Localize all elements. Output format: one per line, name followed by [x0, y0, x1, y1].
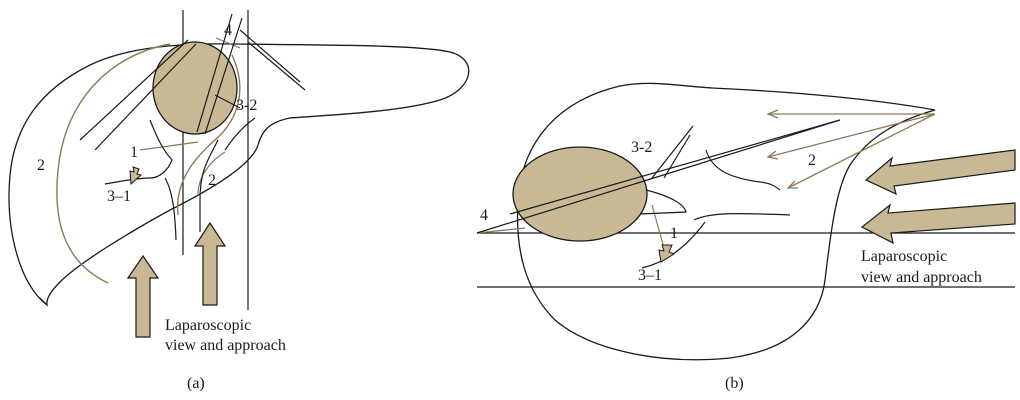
dissection-arrowhead-low-b — [786, 180, 798, 189]
oblique-line-2-a — [94, 43, 197, 151]
approach-arrow-left-a — [126, 254, 160, 338]
oblique-line-3-b — [651, 125, 694, 179]
label-2-left-a: 2 — [37, 157, 45, 174]
dissection-tick-1-b — [651, 204, 665, 249]
small-arrow-3-1-a — [129, 166, 143, 186]
label-2-b: 2 — [808, 152, 816, 169]
label-1-b: 1 — [670, 225, 678, 242]
vessel-branch-b — [641, 221, 706, 269]
dissection-line-mid-b — [767, 113, 936, 158]
approach-arrow-upper-b — [864, 149, 1016, 196]
dissection-arrowhead-mid-b — [766, 150, 779, 160]
vessel-left-lower-a — [164, 177, 177, 241]
oblique-line-5-a — [239, 29, 301, 83]
small-arrow-3-1-b — [658, 244, 676, 263]
dissection-line-top-a — [215, 37, 241, 49]
tumor-a — [152, 41, 238, 135]
annotation-line2-b: view and approach — [861, 269, 982, 286]
vessel-right-a — [199, 139, 219, 232]
vessel-upper-b — [705, 149, 781, 191]
vessel-lower-b — [693, 212, 791, 221]
oblique-line-3-a — [196, 13, 233, 133]
label-4-b: 4 — [480, 207, 488, 224]
caption-a: (a) — [187, 375, 205, 392]
notch-a — [39, 297, 48, 306]
dissection-line-low-b — [787, 113, 936, 189]
oblique-line-4-b — [663, 134, 691, 179]
short-line-3-2-a — [214, 94, 241, 109]
panel-b: 3-2 2 4 1 3–1 Laparoscopic view and appr… — [476, 82, 1016, 392]
vessel-left-a — [104, 119, 173, 185]
approach-arrow-lower-b — [860, 202, 1016, 245]
vessel-right-upper-a — [224, 117, 256, 151]
oblique-line-6-a — [247, 41, 306, 91]
label-3-1-a: 3–1 — [107, 188, 131, 205]
annotation-line1-a: Laparoscopic — [165, 317, 251, 334]
oblique-line-4-a — [204, 17, 243, 135]
dissection-curve-center-a — [176, 54, 241, 216]
oblique-line-1-b — [509, 119, 841, 215]
panel-a: 4 3-2 1 2 2 3–1 Laparoscopic view and ap… — [8, 10, 470, 392]
annotation-line2-a: view and approach — [165, 337, 286, 354]
dissection-curve-right-a — [197, 151, 226, 196]
label-2-center-a: 2 — [208, 172, 216, 189]
label-3-2-a: 3-2 — [236, 97, 257, 114]
label-3-1-b: 3–1 — [638, 267, 662, 284]
label-3-2-b: 3-2 — [631, 139, 652, 156]
vessel-mid-b — [639, 189, 687, 215]
label-4-a: 4 — [224, 22, 232, 39]
dissection-line-left-b — [476, 227, 526, 234]
oblique-line-1-a — [79, 39, 189, 141]
dissection-arrowhead-upper-b — [766, 109, 779, 119]
liver-outline-a — [8, 43, 470, 307]
oblique-line-2-b — [476, 119, 841, 234]
dissection-line-1-a — [139, 141, 199, 151]
approach-arrow-right-a — [193, 221, 227, 306]
annotation-line1-b: Laparoscopic — [861, 248, 947, 265]
label-1-a: 1 — [130, 144, 138, 161]
dissection-curve-left-a — [56, 43, 171, 284]
caption-b: (b) — [725, 375, 744, 392]
